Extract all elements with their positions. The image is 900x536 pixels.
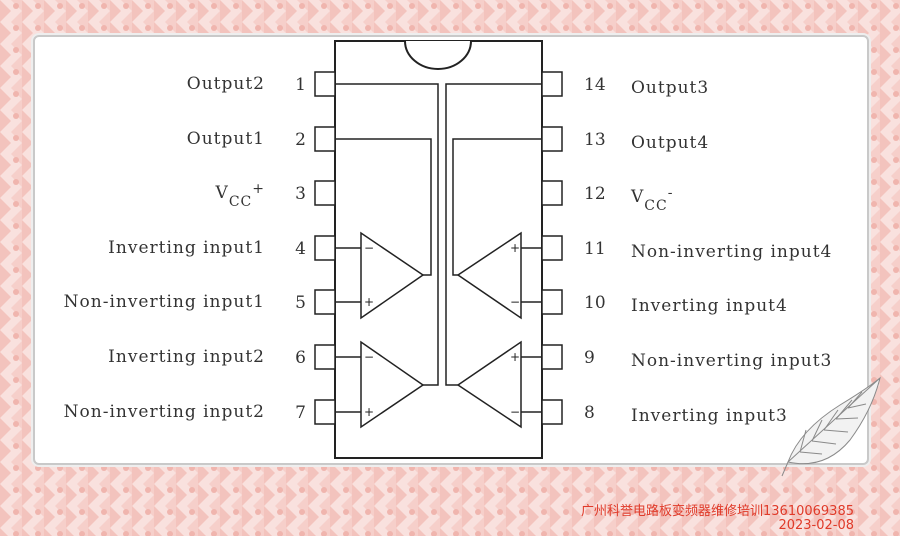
pin-5-label: Non-inverting input1 — [64, 292, 265, 312]
opamp-2 — [360, 340, 425, 429]
pin-6: 6 Inverting input2 — [108, 344, 336, 370]
pin-7-number: 7 — [295, 403, 306, 423]
pin-1: 1 Output2 — [187, 71, 336, 97]
chip-notch — [404, 40, 472, 70]
pin-3-number: 3 — [295, 184, 306, 204]
leaf-decoration — [781, 376, 881, 477]
pin-2-number: 2 — [295, 130, 306, 150]
pin-7-lead — [314, 399, 336, 425]
pin-9-number: 9 — [584, 348, 595, 368]
footer-company: 广州科誉电路板变频器维修培训13610069385 — [581, 504, 854, 519]
pin-9-label: Non-inverting input3 — [631, 351, 832, 371]
pin-10-label: Inverting input4 — [631, 296, 788, 316]
pin-3-label-sub: CC — [229, 194, 252, 210]
pin-6-label: Inverting input2 — [108, 347, 265, 367]
opamp-2-minus: − — [364, 350, 374, 364]
opamp-2-plus: + — [364, 405, 374, 419]
pin-12-lead — [541, 180, 563, 206]
pin-11-number: 11 — [584, 239, 606, 259]
pin-3-label-sup: + — [252, 181, 265, 197]
opamp-1 — [360, 231, 425, 320]
opamp-1-plus: + — [364, 295, 374, 309]
pin-3-label: VCC+ — [215, 181, 265, 210]
pin-6-lead — [314, 344, 336, 370]
pin-2: 2 Output1 — [187, 126, 336, 152]
pin-13-lead — [541, 126, 563, 152]
opamp-4-plus: + — [510, 241, 520, 255]
pin-3-lead — [314, 180, 336, 206]
pin-6-number: 6 — [295, 348, 306, 368]
pin-2-lead — [314, 126, 336, 152]
pin-4: 4 Inverting input1 — [108, 235, 336, 261]
pin-1-label: Output2 — [187, 74, 265, 94]
opamp-3 — [456, 340, 522, 429]
pin-2-label: Output1 — [187, 129, 265, 149]
pin-10: 10 Inverting input4 — [541, 289, 788, 316]
pin-14: 14 Output3 — [541, 71, 709, 98]
pin-10-number: 10 — [584, 293, 606, 313]
pin-5-number: 5 — [295, 293, 306, 313]
pin-3-label-main: V — [215, 183, 229, 203]
footer-date: 2023-02-08 — [778, 518, 854, 533]
opamp-1-minus: − — [364, 241, 374, 255]
pin-14-lead — [541, 71, 563, 97]
pin-3: 3 VCC+ — [215, 180, 336, 210]
pin-11-label: Non-inverting input4 — [631, 242, 832, 262]
pin-10-lead — [541, 289, 563, 315]
pin-1-lead — [314, 71, 336, 97]
pin-7-label: Non-inverting input2 — [64, 402, 265, 422]
opamp-3-plus: + — [510, 350, 520, 364]
pin-8-label: Inverting input3 — [631, 406, 788, 426]
pin-7: 7 Non-inverting input2 — [64, 399, 336, 425]
pin-13-label: Output4 — [631, 133, 709, 153]
pin-14-label: Output3 — [631, 78, 709, 98]
pin-8: 8 Inverting input3 — [541, 399, 788, 426]
pin-9: 9 Non-inverting input3 — [541, 344, 832, 371]
pin-11-lead — [541, 235, 563, 261]
internal-wiring — [335, 83, 542, 413]
pin-14-number: 14 — [584, 75, 606, 95]
pin-12-label: VCC- — [630, 185, 673, 214]
pin-13-number: 13 — [584, 130, 606, 150]
pin-12-number: 12 — [584, 184, 606, 204]
opamp-4-minus: − — [510, 295, 520, 309]
pin-4-lead — [314, 235, 336, 261]
pin-12-label-sub: CC — [644, 198, 667, 214]
pin-12-label-sup: - — [668, 185, 674, 201]
pin-8-lead — [541, 399, 563, 425]
pin-13: 13 Output4 — [541, 126, 709, 153]
pin-1-number: 1 — [295, 75, 306, 95]
opamp-3-minus: − — [510, 405, 520, 419]
pin-12-label-main: V — [630, 187, 644, 207]
pin-5: 5 Non-inverting input1 — [64, 289, 336, 315]
opamp-4 — [456, 231, 522, 320]
pin-8-number: 8 — [584, 403, 595, 423]
pin-4-label: Inverting input1 — [108, 238, 265, 258]
pin-4-number: 4 — [295, 239, 306, 259]
pin-11: 11 Non-inverting input4 — [541, 235, 832, 262]
pin-9-lead — [541, 344, 563, 370]
pin-12: 12 VCC- — [541, 180, 673, 214]
pin-5-lead — [314, 289, 336, 315]
